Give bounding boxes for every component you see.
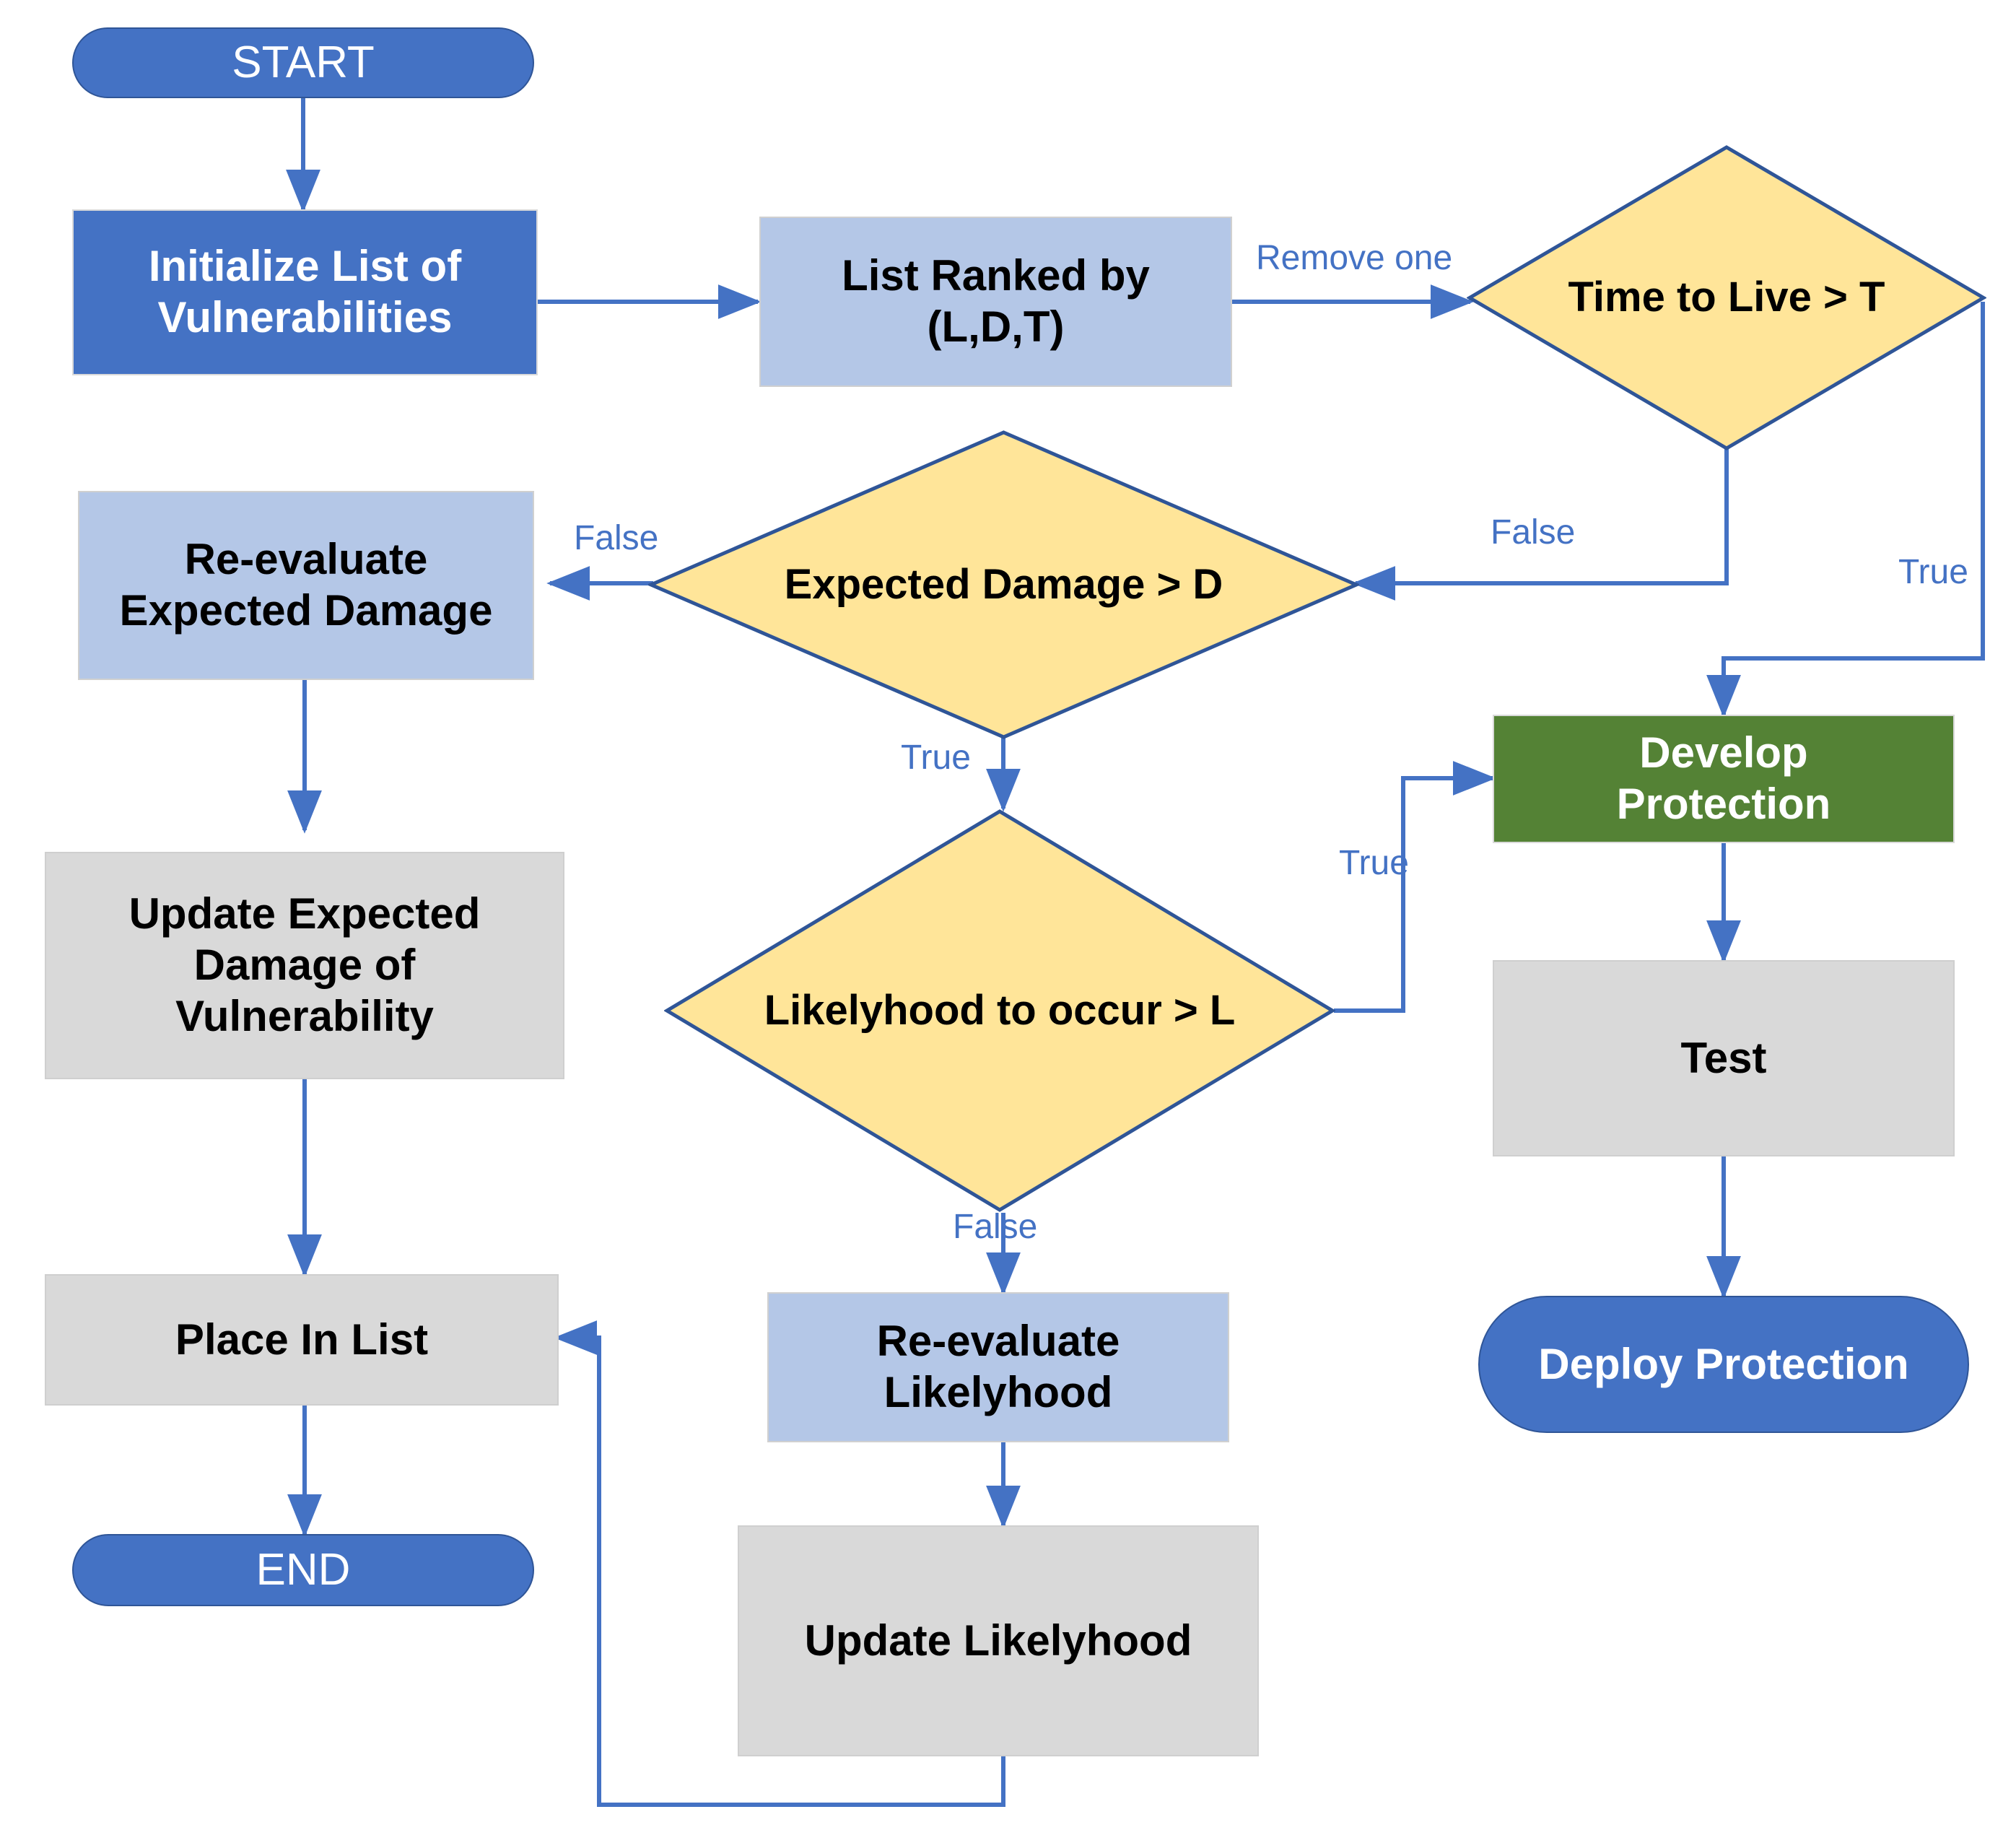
edge-label-remove-one: Remove one [1256, 239, 1453, 277]
edge-label-expected-damage-true: True [901, 738, 971, 777]
node-start-label: START [232, 38, 375, 88]
node-deploy-protection[interactable]: Deploy Protection [1478, 1296, 1969, 1433]
node-end-label: END [256, 1545, 351, 1595]
node-update-likelyhood-label: Update Likelyhood [804, 1616, 1192, 1665]
node-list-ranked[interactable]: List Ranked by (L,D,T) [759, 217, 1232, 387]
node-initialize-list[interactable]: Initialize List of Vulnerabilities [72, 209, 538, 375]
node-reevaluate-likelyhood-label: Re-evaluate Likelyhood [876, 1317, 1120, 1416]
node-test-label: Test [1680, 1033, 1767, 1082]
node-reevaluate-expected-damage-label: Re-evaluate Expected Damage [119, 535, 493, 635]
connector-ttl-false-to-expected-damage [1352, 433, 1729, 601]
node-develop-protection[interactable]: Develop Protection [1493, 715, 1955, 843]
connector-likelyhood-true-to-develop [1334, 761, 1496, 1013]
node-test[interactable]: Test [1493, 960, 1955, 1156]
node-time-to-live-decision[interactable]: Time to Live > T [1467, 144, 1986, 451]
node-time-to-live-label: Time to Live > T [1568, 274, 1885, 321]
node-initialize-list-label: Initialize List of Vulnerabilities [148, 242, 462, 341]
node-update-expected-damage[interactable]: Update Expected Damage of Vulnerability [45, 852, 564, 1079]
node-expected-damage-label: Expected Damage > D [784, 560, 1223, 608]
node-update-expected-damage-label: Update Expected Damage of Vulnerability [128, 889, 481, 1040]
edge-label-ttl-false: False [1491, 513, 1576, 552]
edge-label-expected-damage-false: False [574, 519, 659, 557]
node-expected-damage-decision[interactable]: Expected Damage > D [648, 430, 1359, 740]
node-place-in-list[interactable]: Place In List [45, 1274, 559, 1406]
node-develop-protection-label: Develop Protection [1616, 728, 1831, 828]
diamond-shape-likelyhood [664, 809, 1335, 1212]
node-end[interactable]: END [72, 1534, 534, 1606]
node-reevaluate-expected-damage[interactable]: Re-evaluate Expected Damage [78, 491, 534, 680]
node-likelyhood-label: Likelyhood to occur > L [764, 986, 1236, 1034]
edge-label-ttl-true: True [1898, 553, 1968, 591]
node-reevaluate-likelyhood[interactable]: Re-evaluate Likelyhood [767, 1292, 1229, 1442]
node-list-ranked-label: List Ranked by (L,D,T) [842, 251, 1150, 351]
node-update-likelyhood[interactable]: Update Likelyhood [738, 1525, 1259, 1756]
node-place-in-list-label: Place In List [175, 1315, 429, 1364]
edge-label-likelyhood-false: False [953, 1208, 1038, 1246]
node-deploy-protection-label: Deploy Protection [1538, 1339, 1909, 1388]
node-start[interactable]: START [72, 27, 534, 98]
edge-label-likelyhood-true: True [1339, 844, 1409, 882]
node-likelyhood-decision[interactable]: Likelyhood to occur > L [664, 809, 1335, 1213]
